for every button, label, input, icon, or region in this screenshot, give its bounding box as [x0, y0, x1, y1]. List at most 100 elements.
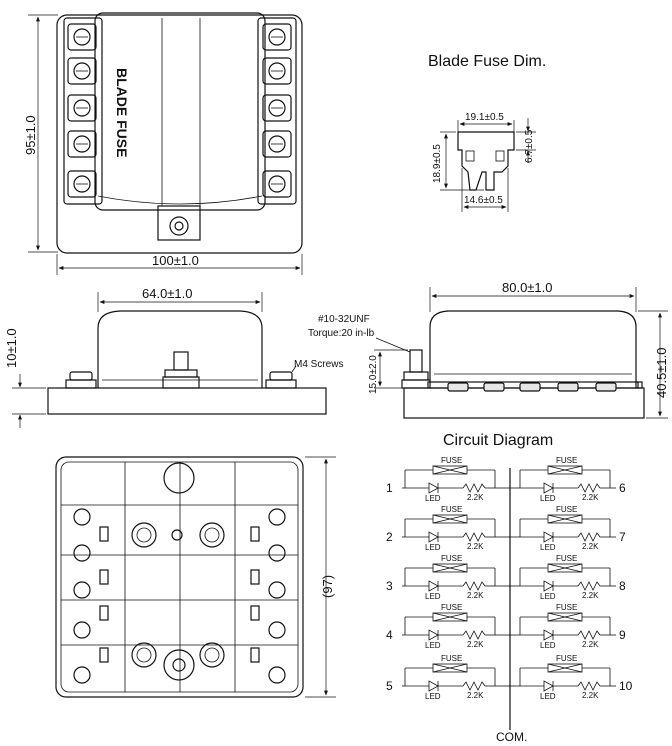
blade-fuse-right-dim: 6.7±0.5	[524, 129, 535, 163]
terminal	[67, 23, 97, 51]
side-view-cover	[97, 310, 263, 388]
fuse-symbol-cross	[432, 514, 468, 524]
circuit-number-right: 6	[619, 481, 626, 495]
blade-fuse-top-dim: 19.1±0.5	[465, 112, 504, 123]
resistor-symbol	[577, 581, 601, 591]
resistor-label: 2.2K	[582, 691, 599, 700]
side-view: 64.0±1.0 10±1.0 M4 Screws #10-32UNF Torq…	[4, 286, 411, 428]
side-view-stud	[162, 351, 200, 389]
fuse-label: FUSE	[441, 603, 462, 612]
bottom-view-bottom-hole	[163, 649, 195, 681]
front-view-stud	[401, 349, 431, 389]
resistor-label: 2.2K	[582, 493, 599, 502]
bottom-view-terminal-holes	[73, 508, 286, 684]
terminal	[262, 94, 292, 122]
fuse-symbol	[432, 465, 468, 475]
fuse-symbol	[547, 563, 583, 573]
blade-fuse-left-dim: 18.9±0.5	[432, 144, 443, 183]
resistor-symbol	[577, 532, 601, 542]
bottom-view-mount-bosses	[131, 522, 225, 668]
circuit-number-left: 5	[386, 679, 393, 693]
fuse-label: FUSE	[556, 554, 577, 563]
fuse-symbol	[432, 663, 468, 673]
fuse-symbol-cross	[547, 514, 583, 524]
circuit-number-right: 8	[619, 579, 626, 593]
terminal	[262, 57, 292, 85]
bottom-view: (97)	[55, 456, 336, 698]
resistor-symbol	[462, 630, 486, 640]
blade-fuse-bottom-dim: 14.6±0.5	[464, 195, 503, 206]
led-symbol	[428, 482, 439, 494]
front-view-width-dim: 80.0±1.0	[502, 280, 553, 295]
bottom-view-outline	[55, 456, 304, 698]
resistor-label: 2.2K	[582, 591, 599, 600]
led-symbol	[543, 531, 554, 543]
fuse-symbol	[547, 465, 583, 475]
resistor-label: 2.2K	[467, 691, 484, 700]
led-symbol	[543, 482, 554, 494]
circuit-number-right: 7	[619, 530, 626, 544]
resistor-symbol	[577, 681, 601, 691]
top-view-width-label: 100±1.0	[152, 253, 199, 268]
led-label: LED	[540, 692, 556, 701]
circuit-number-left: 1	[386, 481, 393, 495]
bottom-view-top-hole	[163, 462, 195, 494]
top-view-stud-tab	[157, 205, 201, 241]
resistor-symbol	[462, 581, 486, 591]
terminal	[262, 170, 292, 198]
resistor-label: 2.2K	[582, 542, 599, 551]
led-label: LED	[540, 543, 556, 552]
led-symbol	[543, 580, 554, 592]
resistor-symbol	[577, 630, 601, 640]
side-view-base	[47, 387, 327, 415]
top-view-width-dimension: 100±1.0	[56, 253, 303, 275]
side-view-right-screw	[265, 371, 297, 389]
blade-fuse-title: Blade Fuse Dim.	[428, 53, 546, 70]
fuse-symbol-cross	[547, 465, 583, 475]
led-symbol	[428, 629, 439, 641]
fuse-label: FUSE	[556, 505, 577, 514]
front-view: 80.0±1.0 15.0±2.0 40.5±1.0	[368, 280, 669, 419]
fuse-symbol	[547, 612, 583, 622]
side-view-height-dim: 10±1.0	[4, 328, 19, 368]
fuse-symbol-cross	[432, 563, 468, 573]
fuse-label: FUSE	[556, 456, 577, 465]
fuse-symbol	[432, 514, 468, 524]
led-label: LED	[425, 543, 441, 552]
side-view-cover-dim: 64.0±1.0	[142, 286, 193, 301]
resistor-symbol	[462, 681, 486, 691]
led-symbol	[428, 680, 439, 692]
fuse-symbol-cross	[547, 612, 583, 622]
led-symbol	[543, 680, 554, 692]
fuse-symbol-cross	[547, 563, 583, 573]
terminal	[67, 170, 97, 198]
bottom-view-slots	[99, 526, 260, 663]
front-view-base	[403, 387, 645, 419]
led-label: LED	[540, 494, 556, 503]
fuse-symbol	[547, 663, 583, 673]
front-view-stud-dim: 15.0±2.0	[368, 355, 379, 394]
resistor-label: 2.2K	[467, 591, 484, 600]
resistor-label: 2.2K	[582, 640, 599, 649]
circuit-title: Circuit Diagram	[443, 432, 553, 449]
terminal	[67, 57, 97, 85]
led-label: LED	[540, 641, 556, 650]
bottom-view-height-dim: (97)	[320, 575, 335, 598]
top-view-right-terminals	[257, 17, 297, 205]
circuit-number-left: 2	[386, 530, 393, 544]
fuse-label: FUSE	[441, 654, 462, 663]
fuse-label: FUSE	[441, 554, 462, 563]
resistor-symbol	[462, 532, 486, 542]
stud-thread-label: #10-32UNF	[318, 314, 370, 325]
front-view-height-dim: 40.5±1.0	[654, 347, 669, 398]
top-view: BLADE FUSE 95±1.0 100±1.0	[23, 12, 303, 275]
fuse-symbol-cross	[432, 465, 468, 475]
terminal	[67, 130, 97, 158]
top-view-left-terminals	[63, 17, 103, 205]
top-view-cover	[94, 12, 266, 211]
fuse-label: FUSE	[441, 456, 462, 465]
resistor-symbol	[577, 483, 601, 493]
stud-torque-label: Torque:20 in-lb	[308, 328, 375, 339]
